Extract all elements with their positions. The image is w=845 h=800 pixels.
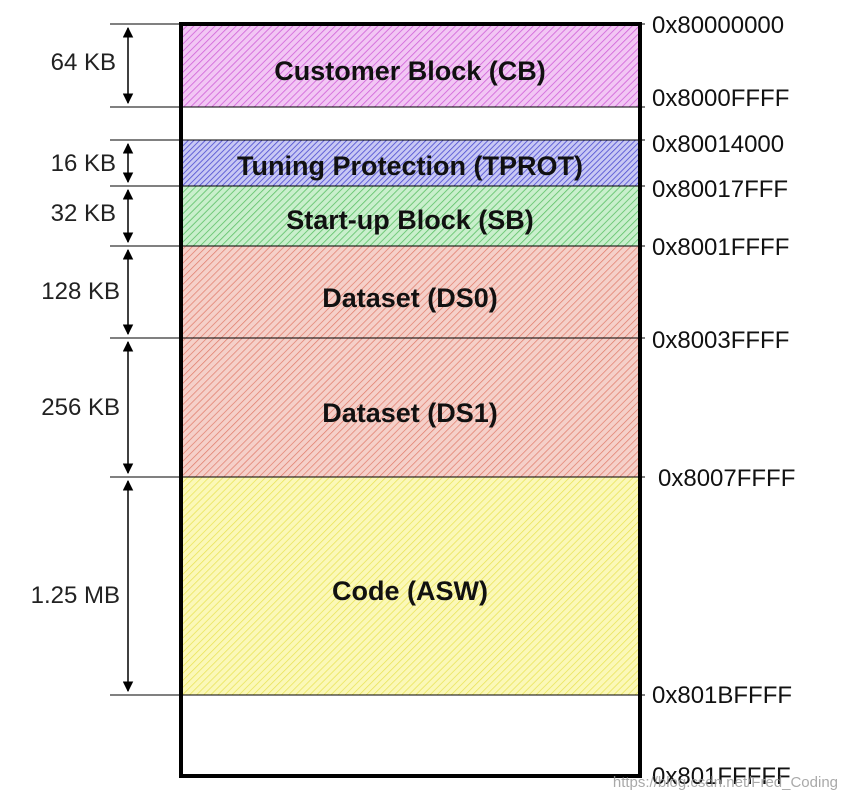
block-gap-2 (181, 695, 640, 775)
block-tprot (181, 140, 640, 186)
block-label-tprot: Tuning Protection (TPROT) (237, 151, 583, 181)
block-cb (181, 26, 640, 107)
block-label-ds0: Dataset (DS0) (322, 283, 498, 313)
block-ds0 (181, 246, 640, 338)
address-label: 0x80017FFF (652, 176, 788, 203)
block-gap-1 (181, 107, 640, 140)
block-label-ds1: Dataset (DS1) (322, 398, 498, 428)
block-label-cb: Customer Block (CB) (274, 56, 546, 86)
block-ds1 (181, 338, 640, 477)
block-label-sb: Start-up Block (SB) (286, 205, 534, 235)
block-sb (181, 186, 640, 246)
address-label: 0x8003FFFF (652, 327, 789, 354)
address-label: 0x8000FFFF (652, 85, 789, 112)
address-label: 0x80014000 (652, 131, 784, 158)
size-label-sb: 32 KB (51, 200, 116, 227)
size-label-ds0: 128 KB (41, 278, 120, 305)
block-code (181, 477, 640, 695)
address-label: 0x8007FFFF (658, 465, 795, 492)
size-label-cb: 64 KB (51, 49, 116, 76)
watermark-text: https://blog.csdn.net/Fred_Coding (613, 774, 838, 791)
address-label: 0x80000000 (652, 12, 784, 39)
block-label-code: Code (ASW) (332, 576, 488, 606)
address-label: 0x8001FFFF (652, 234, 789, 261)
size-label-ds1: 256 KB (41, 394, 120, 421)
address-label: 0x801FFFFF (652, 763, 791, 790)
size-label-code: 1.25 MB (31, 582, 120, 609)
memory-frame (179, 22, 642, 778)
address-label: 0x801BFFFF (652, 682, 792, 709)
size-label-tprot: 16 KB (51, 150, 116, 177)
